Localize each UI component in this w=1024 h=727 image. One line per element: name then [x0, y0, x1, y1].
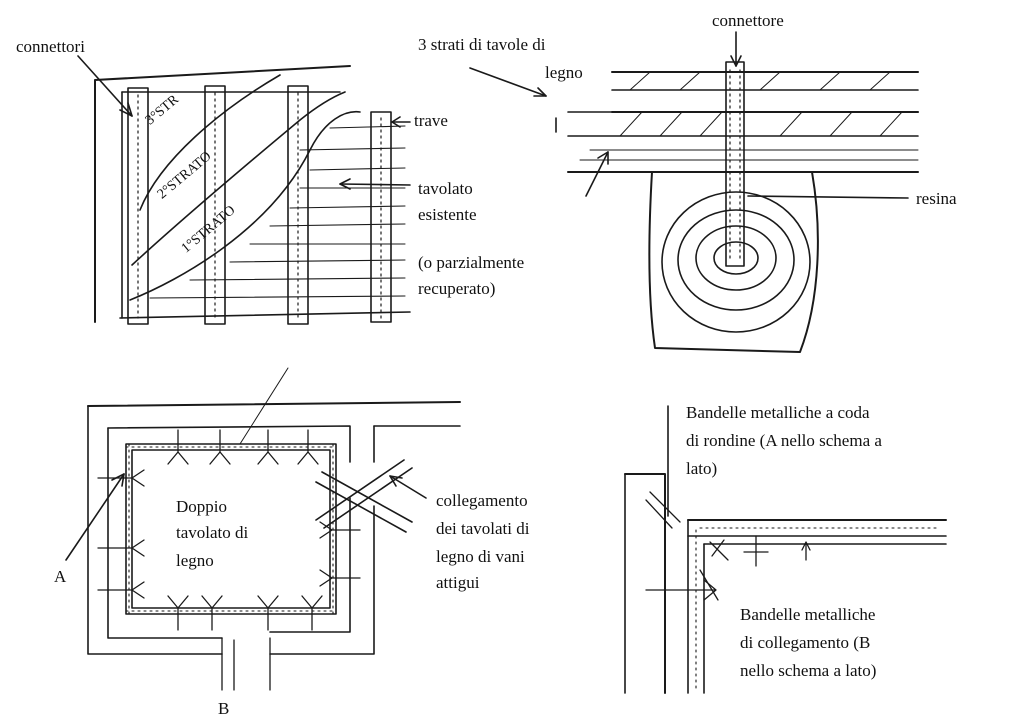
label-bandelle-a-3: lato)	[686, 459, 718, 478]
label-recuperato: recuperato)	[418, 279, 496, 298]
label-collegamento: collegamento	[436, 491, 528, 510]
label-bandelle-b-3: nello schema a lato)	[740, 661, 877, 680]
label-b: B	[218, 699, 230, 718]
label-resina: resina	[916, 189, 957, 208]
label-legno-vani: legno di vani	[436, 547, 525, 566]
label-bandelle-b-1: Bandelle metalliche	[740, 605, 876, 624]
label-bandelle-a-2: di rondine (A nello schema a	[686, 431, 882, 450]
label-bandelle-b-2: di collegamento (B	[740, 633, 871, 652]
label-strati-tavole: 3 strati di tavole di	[418, 35, 546, 54]
label-legno-top: legno	[545, 63, 583, 82]
label-attigui: attigui	[436, 573, 480, 592]
label-doppio: Doppio	[176, 497, 227, 516]
label-connettori: connettori	[16, 37, 85, 56]
label-tavolato: tavolato	[418, 179, 473, 198]
label-bandelle-a-1: Bandelle metalliche a coda	[686, 403, 870, 422]
label-connettore: connettore	[712, 11, 784, 30]
label-parzialmente: (o parzialmente	[418, 253, 525, 272]
section-connector-sketch	[469, 31, 919, 353]
label-dei-tavolati: dei tavolati di	[436, 519, 530, 538]
double-floor-plan-sketch	[65, 367, 461, 691]
label-legno-plan: legno	[176, 551, 214, 570]
strap-detail-sketch	[624, 405, 947, 694]
label-esistente: esistente	[418, 205, 477, 224]
label-a: A	[54, 567, 67, 586]
label-trave: trave	[414, 111, 448, 130]
label-tavolato-di: tavolato di	[176, 523, 249, 542]
floor-plan-layers-sketch	[77, 55, 411, 325]
